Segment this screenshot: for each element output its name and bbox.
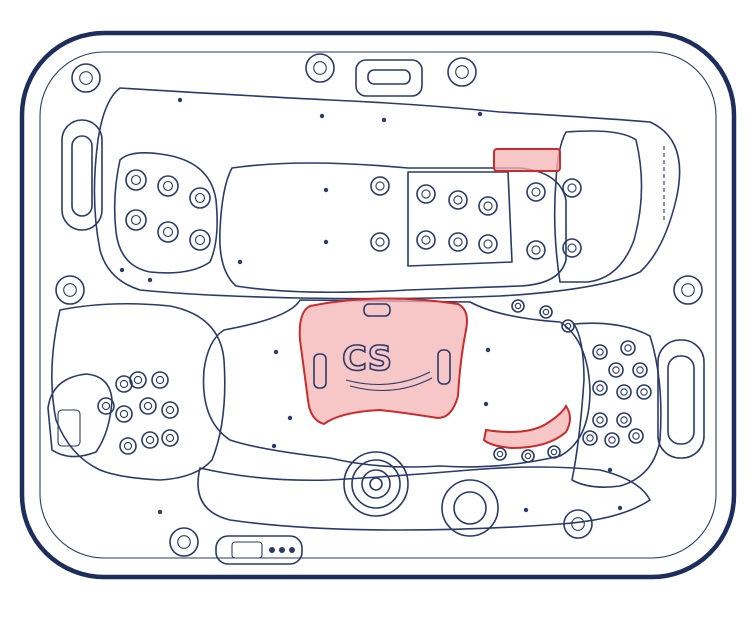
jet-icon: [616, 412, 632, 428]
jet-icon: [448, 190, 468, 210]
pillow-icon: [61, 119, 103, 231]
jet-icon: [141, 431, 159, 449]
jet-icon: [592, 344, 608, 360]
jet-icon: [125, 169, 147, 191]
air-control-dot: [147, 277, 153, 283]
jet-icon: [370, 232, 390, 252]
lower-step: [197, 466, 651, 531]
jet-icon: [547, 445, 561, 459]
jet-icon: [157, 175, 179, 197]
jet-icon: [628, 428, 644, 444]
air-control-dot: [381, 117, 387, 123]
air-control-dot: [323, 239, 329, 245]
cs-logo: CS: [341, 338, 433, 392]
air-control-dot: [119, 267, 125, 273]
drain-icon: [673, 275, 703, 305]
drain-icon: [55, 275, 85, 305]
cs-logo-text: CS: [342, 339, 392, 379]
jet-icon: [125, 209, 147, 231]
jet-icon: [151, 371, 169, 389]
jet-icon: [161, 401, 179, 419]
air-control-dot: [523, 507, 529, 513]
drain-icon: [305, 53, 335, 83]
jet-icon: [539, 305, 553, 319]
air-control-dot: [287, 415, 293, 421]
control-panel-icon: [215, 535, 303, 565]
jet-icon: [157, 221, 179, 243]
tub-inner-rim: [39, 51, 717, 559]
lower-left-lounger: [51, 302, 226, 481]
jet-icon: [620, 340, 636, 356]
jet-icon: [604, 432, 620, 448]
air-control-dot: [319, 113, 325, 119]
air-control-dot: [485, 347, 491, 353]
air-control-dot: [271, 443, 277, 449]
jet-icon: [129, 371, 147, 389]
jet-icon: [97, 397, 115, 415]
jet-icon: [561, 319, 575, 333]
headrest-label: [57, 409, 81, 447]
jet-icon: [115, 405, 133, 423]
jet-icon: [189, 187, 211, 209]
left-seat-area: [113, 152, 218, 274]
lounger-backrest: [553, 130, 643, 283]
air-control-dot: [477, 111, 483, 117]
upper-seat-area: [93, 87, 681, 300]
pillow-grip: [363, 303, 391, 317]
jet-icon: [562, 238, 582, 258]
air-control-dot: [323, 187, 329, 193]
highlight-lower-arc: [482, 404, 571, 450]
footwell: [202, 299, 591, 468]
jet-icon: [161, 429, 179, 447]
jet-icon: [582, 430, 598, 446]
jet-panel-center: [407, 171, 513, 267]
jet-icon: [119, 437, 137, 455]
pillow-grip: [313, 353, 327, 389]
lower-right-seat: [571, 322, 662, 488]
jet-icon: [416, 184, 436, 204]
jet-icon: [448, 232, 468, 252]
air-control-dot: [607, 467, 613, 473]
jet-icon: [526, 182, 546, 202]
drain-icon: [563, 509, 593, 539]
jet-icon: [478, 196, 498, 216]
highlight-center-pillow: [298, 297, 468, 426]
pillow-grip: [437, 349, 451, 385]
highlight-top-strip: [493, 148, 561, 172]
center-bench: [219, 162, 567, 294]
jet-icon: [493, 447, 507, 461]
air-control-dot: [237, 259, 243, 265]
jet-icon: [115, 375, 133, 393]
air-control-dot: [617, 505, 623, 511]
air-control-dot: [157, 509, 163, 515]
waterfall-icon: [441, 479, 499, 537]
jet-icon: [416, 230, 436, 250]
drain-icon: [169, 527, 199, 557]
jet-icon: [478, 234, 498, 254]
jet-icon: [562, 178, 582, 198]
filter-icon: [343, 451, 409, 517]
air-control-dot: [177, 97, 183, 103]
jet-icon: [608, 362, 624, 378]
jet-icon: [636, 384, 652, 400]
air-control-dot: [483, 401, 489, 407]
jet-icon: [511, 299, 525, 313]
tub-outer-shell: [19, 30, 737, 580]
jet-icon: [592, 412, 608, 428]
drain-icon: [447, 57, 477, 87]
jet-icon: [189, 229, 211, 251]
jet-icon: [616, 384, 632, 400]
pillow-icon: [657, 339, 705, 459]
jet-icon: [632, 362, 648, 378]
air-control-dot: [273, 349, 279, 355]
jet-icon: [139, 397, 157, 415]
jet-icon: [370, 176, 390, 196]
jet-icon: [592, 380, 608, 396]
drain-icon: [71, 63, 101, 93]
handle-icon: [355, 59, 423, 97]
jet-icon: [521, 449, 535, 463]
jet-icon: [526, 240, 546, 260]
